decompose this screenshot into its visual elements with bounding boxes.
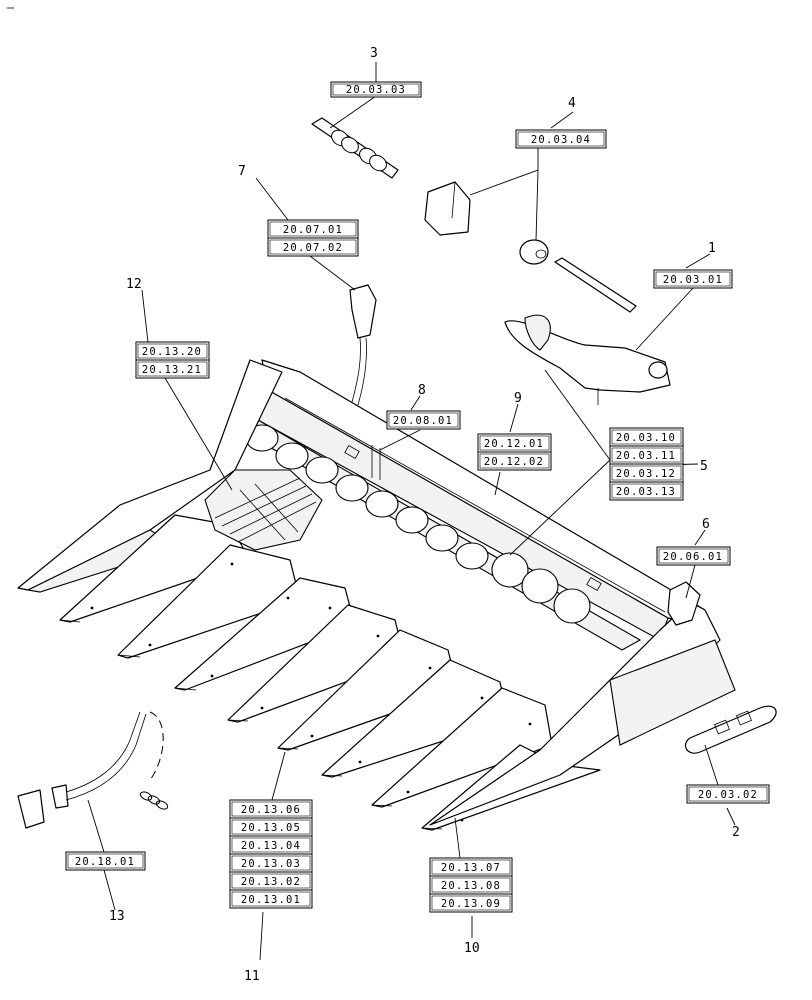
callout-number-7: 7 (238, 164, 246, 179)
ref-code: 20.13.09 (441, 898, 501, 910)
callout-number-11: 11 (244, 969, 260, 984)
ref-code: 20.13.05 (241, 822, 301, 834)
callout-number-3: 3 (370, 46, 378, 61)
ref-code: 20.13.04 (241, 840, 301, 852)
ref-code: 20.12.02 (484, 456, 544, 468)
ref-box-4: 20.03.04 (515, 129, 607, 149)
callout-number-6: 6 (702, 517, 710, 532)
side-skid (685, 705, 777, 754)
callout-number-5: 5 (700, 459, 708, 474)
gearbox (424, 181, 549, 265)
ref-code: 20.13.03 (241, 858, 301, 870)
corner-post (667, 581, 701, 626)
callout-number-1: 1 (708, 241, 716, 256)
callout-number-13: 13 (109, 909, 125, 924)
callout-number-2: 2 (732, 825, 740, 840)
drive-rod-bracket (504, 257, 671, 405)
ref-box-11: 20.13.06 20.13.05 20.13.04 20.13.03 20.1… (229, 799, 313, 909)
ref-code: 20.03.13 (616, 486, 676, 498)
ref-box-6: 20.06.01 (656, 546, 731, 566)
ref-code: 20.03.04 (531, 134, 591, 146)
ref-box-3: 20.03.03 (330, 81, 422, 98)
ref-code: 20.03.03 (346, 84, 406, 96)
ref-box-8: 20.08.01 (386, 410, 461, 430)
row-dividers (17, 359, 736, 831)
ref-code: 20.08.01 (393, 415, 453, 427)
ref-code: 20.18.01 (75, 856, 135, 868)
ref-code: 20.07.02 (283, 242, 343, 254)
ref-code: 20.13.08 (441, 880, 501, 892)
callout-number-10: 10 (464, 941, 480, 956)
callout-number-8: 8 (418, 383, 426, 398)
drive-shaft (311, 117, 399, 179)
ref-code: 20.03.12 (616, 468, 676, 480)
ref-code: 20.13.06 (241, 804, 301, 816)
ref-code: 20.13.21 (142, 364, 202, 376)
ref-box-7: 20.07.01 20.07.02 (267, 219, 359, 257)
ref-box-9: 20.12.01 20.12.02 (477, 433, 552, 471)
ref-code: 20.13.20 (142, 346, 202, 358)
ref-box-1: 20.03.01 (653, 269, 733, 289)
callout-numbers: 3 4 7 1 12 8 9 5 6 2 13 10 11 (109, 46, 740, 984)
ref-box-2: 20.03.02 (686, 784, 770, 804)
ref-code: 20.03.11 (616, 450, 676, 462)
leader-lines (87, 62, 736, 961)
callout-number-12: 12 (126, 277, 142, 292)
ref-code: 20.03.10 (616, 432, 676, 444)
ref-code: 20.12.01 (484, 438, 544, 450)
ref-code: 20.07.01 (283, 224, 343, 236)
depth-control (349, 284, 377, 406)
ref-code: 20.13.01 (241, 894, 301, 906)
ref-box-5: 20.03.10 20.03.11 20.03.12 20.03.13 (609, 427, 684, 501)
callout-number-9: 9 (514, 391, 522, 406)
row-unit-detail (204, 469, 323, 551)
ref-code: 20.13.02 (241, 876, 301, 888)
auger (238, 419, 642, 651)
hitch-assembly (17, 711, 169, 829)
ref-code: 20.03.02 (698, 789, 758, 801)
ref-code: 20.03.01 (663, 274, 723, 286)
ref-box-12: 20.13.20 20.13.21 (135, 341, 210, 379)
ref-box-13: 20.18.01 (65, 851, 146, 871)
ref-code: 20.06.01 (663, 551, 723, 563)
callout-number-4: 4 (568, 96, 576, 111)
ref-code: 20.13.07 (441, 862, 501, 874)
ref-box-10: 20.13.07 20.13.08 20.13.09 (429, 857, 513, 913)
